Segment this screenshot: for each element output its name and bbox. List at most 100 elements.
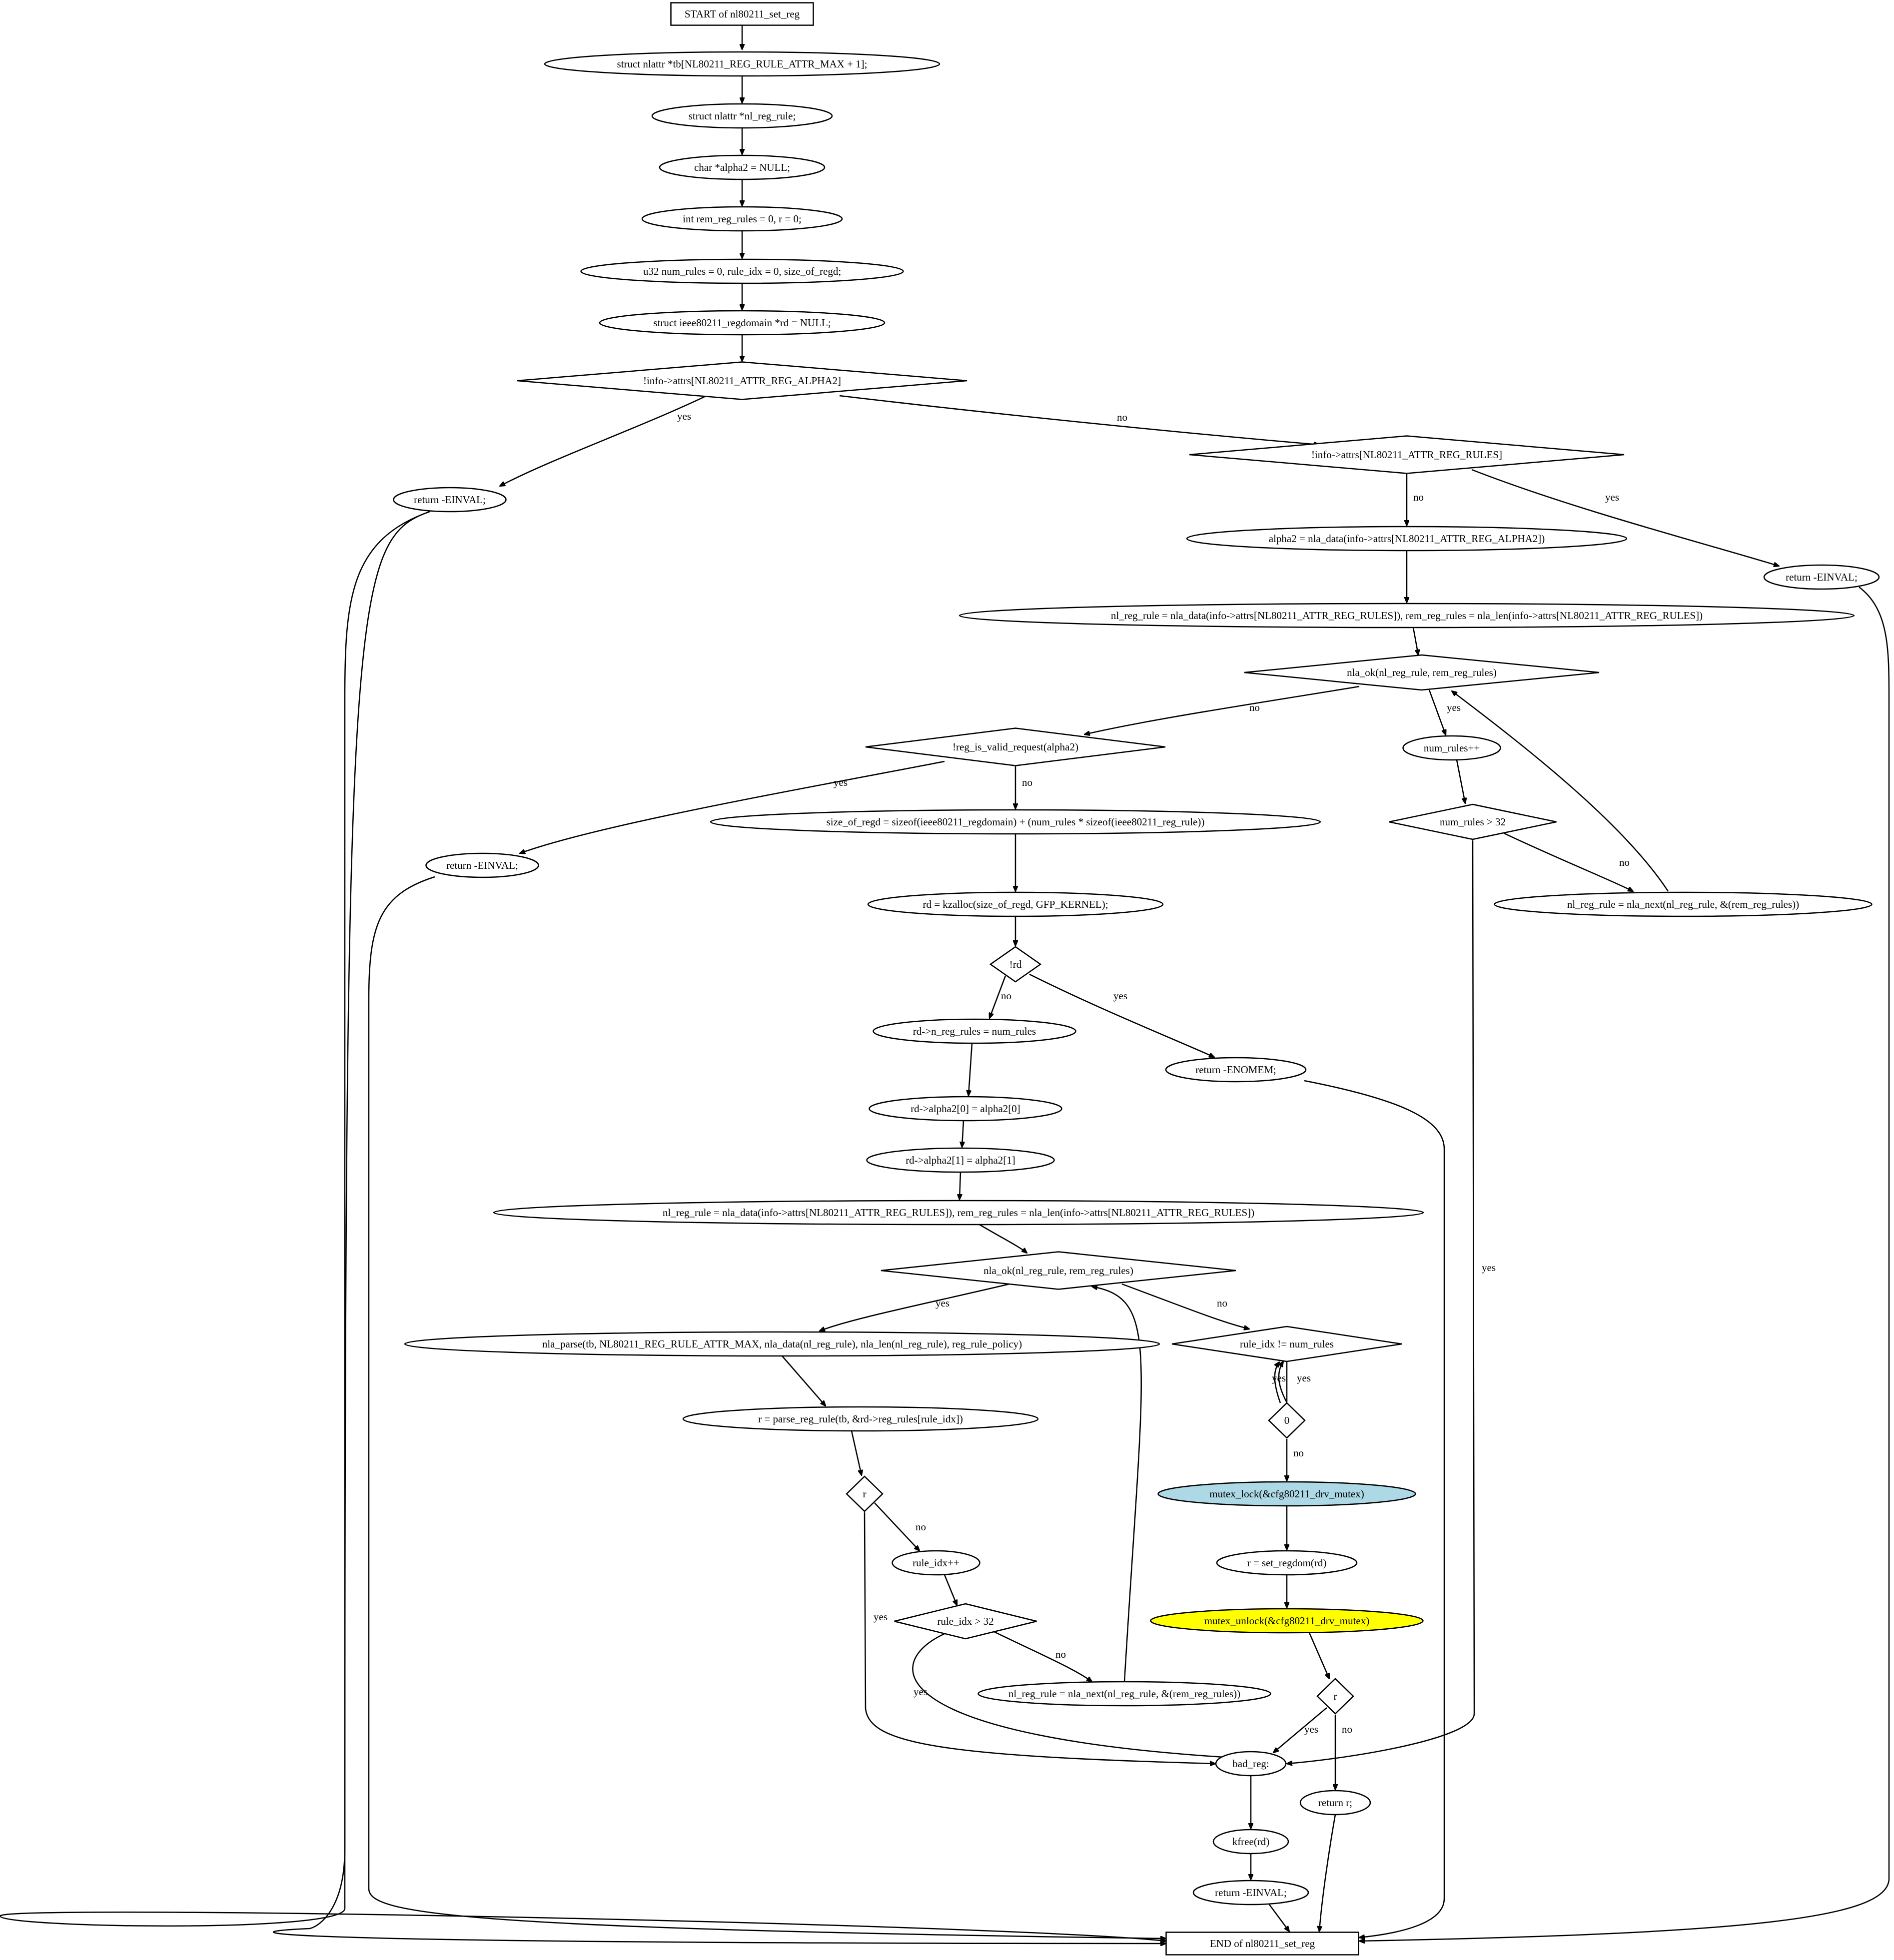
- node-d5: !reg_is_valid_request(alpha2): [865, 727, 1166, 766]
- edge-label-7: yes: [677, 410, 691, 422]
- node-n3: char *alpha2 = NULL;: [659, 154, 826, 180]
- edge-label-14: yes: [1447, 701, 1461, 713]
- node-label: !info->attrs[NL80211_ATTR_REG_RULES]: [1311, 449, 1502, 461]
- node-retnomem: return -ENOMEM;: [1165, 1057, 1307, 1083]
- ellipse-shape: [599, 310, 886, 336]
- edge-14: [1428, 689, 1446, 735]
- edge-39: [1279, 1361, 1287, 1403]
- edge-17: [1452, 691, 1669, 892]
- edge-label-20: no: [1022, 776, 1032, 788]
- node-label: nla_ok(nl_reg_rule, rem_reg_rules): [1347, 666, 1497, 678]
- edge-label-35: no: [1055, 1648, 1066, 1660]
- edge-27: [959, 1172, 960, 1200]
- node-a2: alpha2 = nla_data(info->attrs[NL80211_AT…: [1186, 526, 1628, 552]
- box-shape: [1165, 1932, 1359, 1956]
- edge-55: [1359, 587, 1890, 1941]
- edge-label-45: yes: [1304, 1723, 1318, 1735]
- ellipse-shape: [1494, 891, 1873, 917]
- ellipse-shape: [869, 1096, 1062, 1122]
- edge-34: [944, 1574, 957, 1605]
- node-ret3: return -EINVAL;: [425, 852, 539, 878]
- ellipse-shape: [958, 603, 1855, 629]
- node-n6: struct ieee80211_regdomain *rd = NULL;: [599, 310, 886, 336]
- ellipse-shape: [1157, 1481, 1416, 1507]
- node-d10: rule_idx != num_rules: [1171, 1325, 1402, 1362]
- ellipse-shape: [425, 852, 539, 878]
- edge-label-23: no: [1001, 990, 1011, 1002]
- diamond-shape: [1316, 1678, 1354, 1715]
- edge-label-9: no: [1413, 491, 1424, 503]
- node-label: r: [1334, 1690, 1337, 1702]
- node-label: nl_reg_rule = nla_next(nl_reg_rule, &(re…: [1567, 898, 1799, 910]
- node-label: rd->alpha2[1] = alpha2[1]: [906, 1154, 1015, 1166]
- node-label: struct ieee80211_regdomain *rd = NULL;: [653, 317, 831, 329]
- ellipse-shape: [892, 1550, 980, 1576]
- node-label: !reg_is_valid_request(alpha2): [952, 741, 1078, 753]
- edge-label-33: no: [916, 1521, 926, 1533]
- ellipse-shape: [682, 1406, 1039, 1432]
- diamond-shape: [846, 1475, 884, 1512]
- diamond-shape: [865, 727, 1166, 766]
- ellipse-shape: [651, 103, 833, 129]
- edge-19: [520, 760, 945, 853]
- node-n5: u32 num_rules = 0, rule_idx = 0, size_of…: [580, 258, 904, 284]
- node-n1: struct nlattr *tb[NL80211_REG_RULE_ATTR_…: [544, 51, 941, 77]
- node-label: num_rules > 32: [1440, 816, 1506, 828]
- node-setreg: r = set_regdom(rd): [1216, 1550, 1358, 1576]
- node-inc1: num_rules++: [1402, 735, 1501, 761]
- node-lock: mutex_lock(&cfg80211_drv_mutex): [1157, 1481, 1416, 1507]
- edge-label-16: no: [1619, 856, 1630, 868]
- node-next1: nl_reg_rule = nla_next(nl_reg_rule, &(re…: [1494, 891, 1873, 917]
- node-label: nl_reg_rule = nla_data(info->attrs[NL802…: [1111, 610, 1703, 622]
- edge-label-46: no: [1342, 1723, 1352, 1735]
- ellipse-shape: [493, 1200, 1424, 1226]
- edge-50: [1319, 1814, 1336, 1932]
- node-label: r = set_regdom(rd): [1247, 1557, 1327, 1569]
- ellipse-shape: [393, 487, 507, 513]
- node-start: START of nl80211_set_reg: [670, 2, 814, 26]
- node-retr: return r;: [1299, 1790, 1371, 1816]
- edge-15: [1456, 759, 1465, 803]
- edge-33: [874, 1502, 920, 1551]
- edge-label-10: yes: [1605, 491, 1619, 503]
- edge-16: [1504, 832, 1633, 891]
- edge-12: [1412, 627, 1418, 655]
- diamond-shape: [517, 361, 967, 400]
- edge-13: [1084, 685, 1360, 734]
- edge-52: [0, 511, 1166, 1941]
- node-label: kfree(rd): [1232, 1836, 1270, 1848]
- edge-label-41: no: [1293, 1447, 1304, 1459]
- edge-18: [1287, 840, 1475, 1764]
- node-end: END of nl80211_set_reg: [1165, 1932, 1359, 1956]
- edge-45: [1273, 1707, 1327, 1753]
- edges: [0, 25, 1890, 1944]
- node-inc2: rule_idx++: [892, 1550, 980, 1576]
- edge-35: [991, 1630, 1092, 1682]
- diamond-shape: [989, 946, 1042, 983]
- edge-label-29: yes: [936, 1297, 949, 1309]
- node-label: return -EINVAL;: [1786, 571, 1858, 583]
- diamond-shape: [881, 1251, 1236, 1290]
- ellipse-shape: [1165, 1057, 1307, 1083]
- node-d3: nla_ok(nl_reg_rule, rem_reg_rules): [1244, 654, 1600, 691]
- node-label: alpha2 = nla_data(info->attrs[NL80211_AT…: [1269, 533, 1545, 545]
- ellipse-shape: [544, 51, 941, 77]
- ellipse-shape: [1212, 1829, 1289, 1855]
- node-loop2init: nl_reg_rule = nla_data(info->attrs[NL802…: [493, 1200, 1424, 1226]
- edge-label-36: yes: [914, 1686, 928, 1698]
- edge-29: [820, 1283, 1010, 1331]
- edge-label-18: yes: [1482, 1262, 1496, 1274]
- edge-53: [368, 876, 1166, 1939]
- node-label: rd->alpha2[0] = alpha2[0]: [911, 1103, 1020, 1115]
- edge-36: [912, 1633, 1249, 1759]
- node-alloc: rd = kzalloc(size_of_regd, GFP_KERNEL);: [867, 891, 1164, 917]
- edge-40: [1275, 1362, 1281, 1403]
- node-label: return -ENOMEM;: [1195, 1064, 1276, 1076]
- edge-38: [1092, 1287, 1142, 1682]
- diamond-shape: [1171, 1325, 1402, 1362]
- node-label: struct nlattr *nl_reg_rule;: [689, 110, 796, 122]
- node-label: rd = kzalloc(size_of_regd, GFP_KERNEL);: [923, 898, 1108, 910]
- node-label: r = parse_reg_rule(tb, &rd->reg_rules[ru…: [758, 1413, 963, 1425]
- node-label: nla_ok(nl_reg_rule, rem_reg_rules): [983, 1265, 1133, 1277]
